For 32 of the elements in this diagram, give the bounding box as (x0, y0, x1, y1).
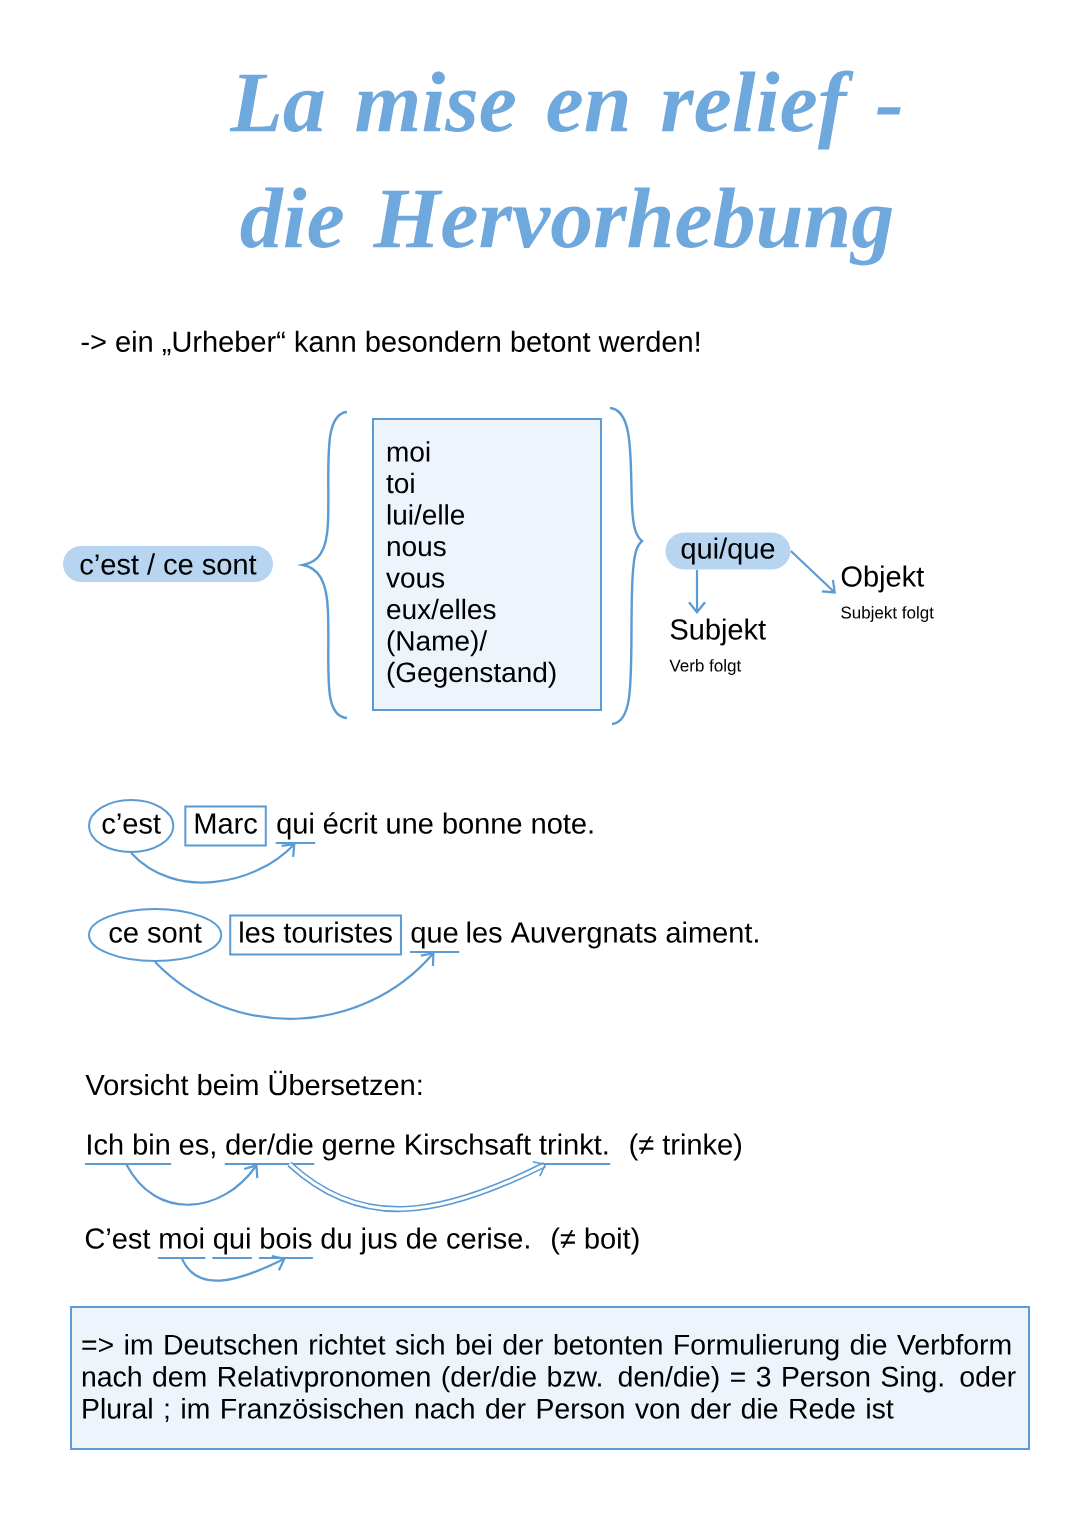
title: La mise en relief - die Hervorhebung (229, 70, 901, 266)
underlined-word: que (408, 926, 461, 953)
curved-arrow (287, 1161, 547, 1213)
section-heading: Vorsicht beim Übersetzen: (85, 1070, 422, 1096)
underlined-word: Ich bin (84, 1133, 173, 1165)
sentence-text: gerne Kirschsaft (322, 1133, 531, 1161)
note-box: => im Deutschen richtet sich bei der betonten Formulierung die Verbform nach dem Relativpronomen (der/die bzw. den/die) = 3 Person Sing. oder Plural ; im Französischen nach der Person von der die Rede ist (70, 1306, 1030, 1450)
boxed-word: Marc (184, 805, 267, 847)
arrow (688, 569, 706, 614)
curved-arrow (130, 842, 296, 884)
pill-label: qui/que (665, 532, 791, 570)
list-box: moi toi lui/elle nous vous eux/elles (Name)/ (Gegenstand) (372, 418, 602, 711)
circled-word: ce sont (88, 908, 223, 962)
curved-arrow (125, 1163, 259, 1206)
underlined-word: bois (257, 1227, 314, 1259)
sentence-text: es, (179, 1138, 215, 1159)
boxed-word: les touristes (229, 914, 402, 956)
term-label: Objekt Subjekt folgt (841, 565, 934, 622)
arrow (790, 550, 836, 594)
underlined-word: qui (211, 1227, 253, 1259)
term-label: Subjekt Verb folgt (669, 618, 766, 675)
curved-arrow (180, 1254, 286, 1282)
sentence-text: du jus de cerise. (321, 1227, 529, 1255)
intro-text: -> ein „Urheber“ kann besondern betont werden! (81, 330, 700, 356)
circled-word: c’est (88, 799, 175, 853)
underlined-word: trinkt. (537, 1133, 612, 1165)
sentence-text: (≠ boit) (552, 1227, 639, 1255)
underlined-word: moi (156, 1227, 207, 1259)
curved-arrow (154, 951, 435, 1020)
pill-label: c’est / ce sont (63, 546, 273, 582)
underlined-word: der/die (223, 1133, 316, 1165)
underlined-word: qui (274, 812, 317, 844)
